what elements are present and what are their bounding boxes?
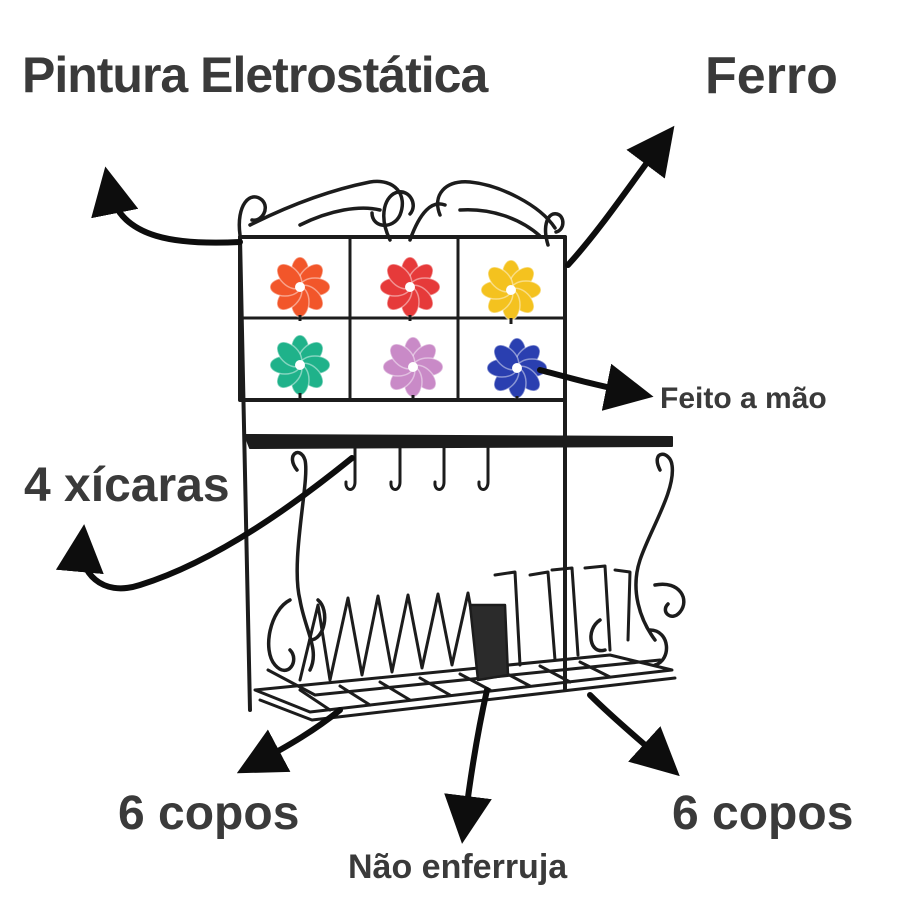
label-iron: Ferro <box>705 47 838 105</box>
label-electrostatic-paint: Pintura Eletrostática <box>22 47 488 103</box>
label-glasses-left: 6 copos <box>118 787 300 840</box>
arrow-copos-right <box>587 692 680 777</box>
label-glasses-right: 6 copos <box>672 787 854 840</box>
flower-tiles <box>269 256 548 402</box>
iron-rack <box>237 179 686 722</box>
plate-dividers <box>298 591 482 682</box>
label-handmade: Feito a mão <box>660 382 827 415</box>
shelf <box>244 434 673 449</box>
arrow-xicaras <box>55 455 355 592</box>
teal-flower-icon <box>269 334 331 399</box>
callout-arrows <box>55 125 680 844</box>
glass-holder-pegs <box>493 564 632 667</box>
cup-hooks <box>344 446 490 491</box>
orange-flower-icon <box>269 256 331 321</box>
red-flower-icon <box>379 256 441 321</box>
plate-basket <box>253 653 677 722</box>
top-scroll-crest <box>237 179 565 247</box>
right-side-scroll <box>589 452 686 667</box>
blue-flower-icon <box>486 337 548 402</box>
arrow-ferro <box>565 125 675 268</box>
arrow-pintura <box>91 166 243 246</box>
arrow-copos-left <box>236 707 343 774</box>
arrow-enferruja <box>444 687 492 844</box>
left-upright <box>238 235 252 712</box>
cutlery-holder <box>468 603 510 682</box>
label-rustproof: Não enferruja <box>348 848 568 886</box>
yellow-flower-icon <box>480 259 542 324</box>
pink-flower-icon <box>382 336 444 401</box>
label-cups: 4 xícaras <box>24 459 230 512</box>
arrow-feito <box>537 363 654 411</box>
